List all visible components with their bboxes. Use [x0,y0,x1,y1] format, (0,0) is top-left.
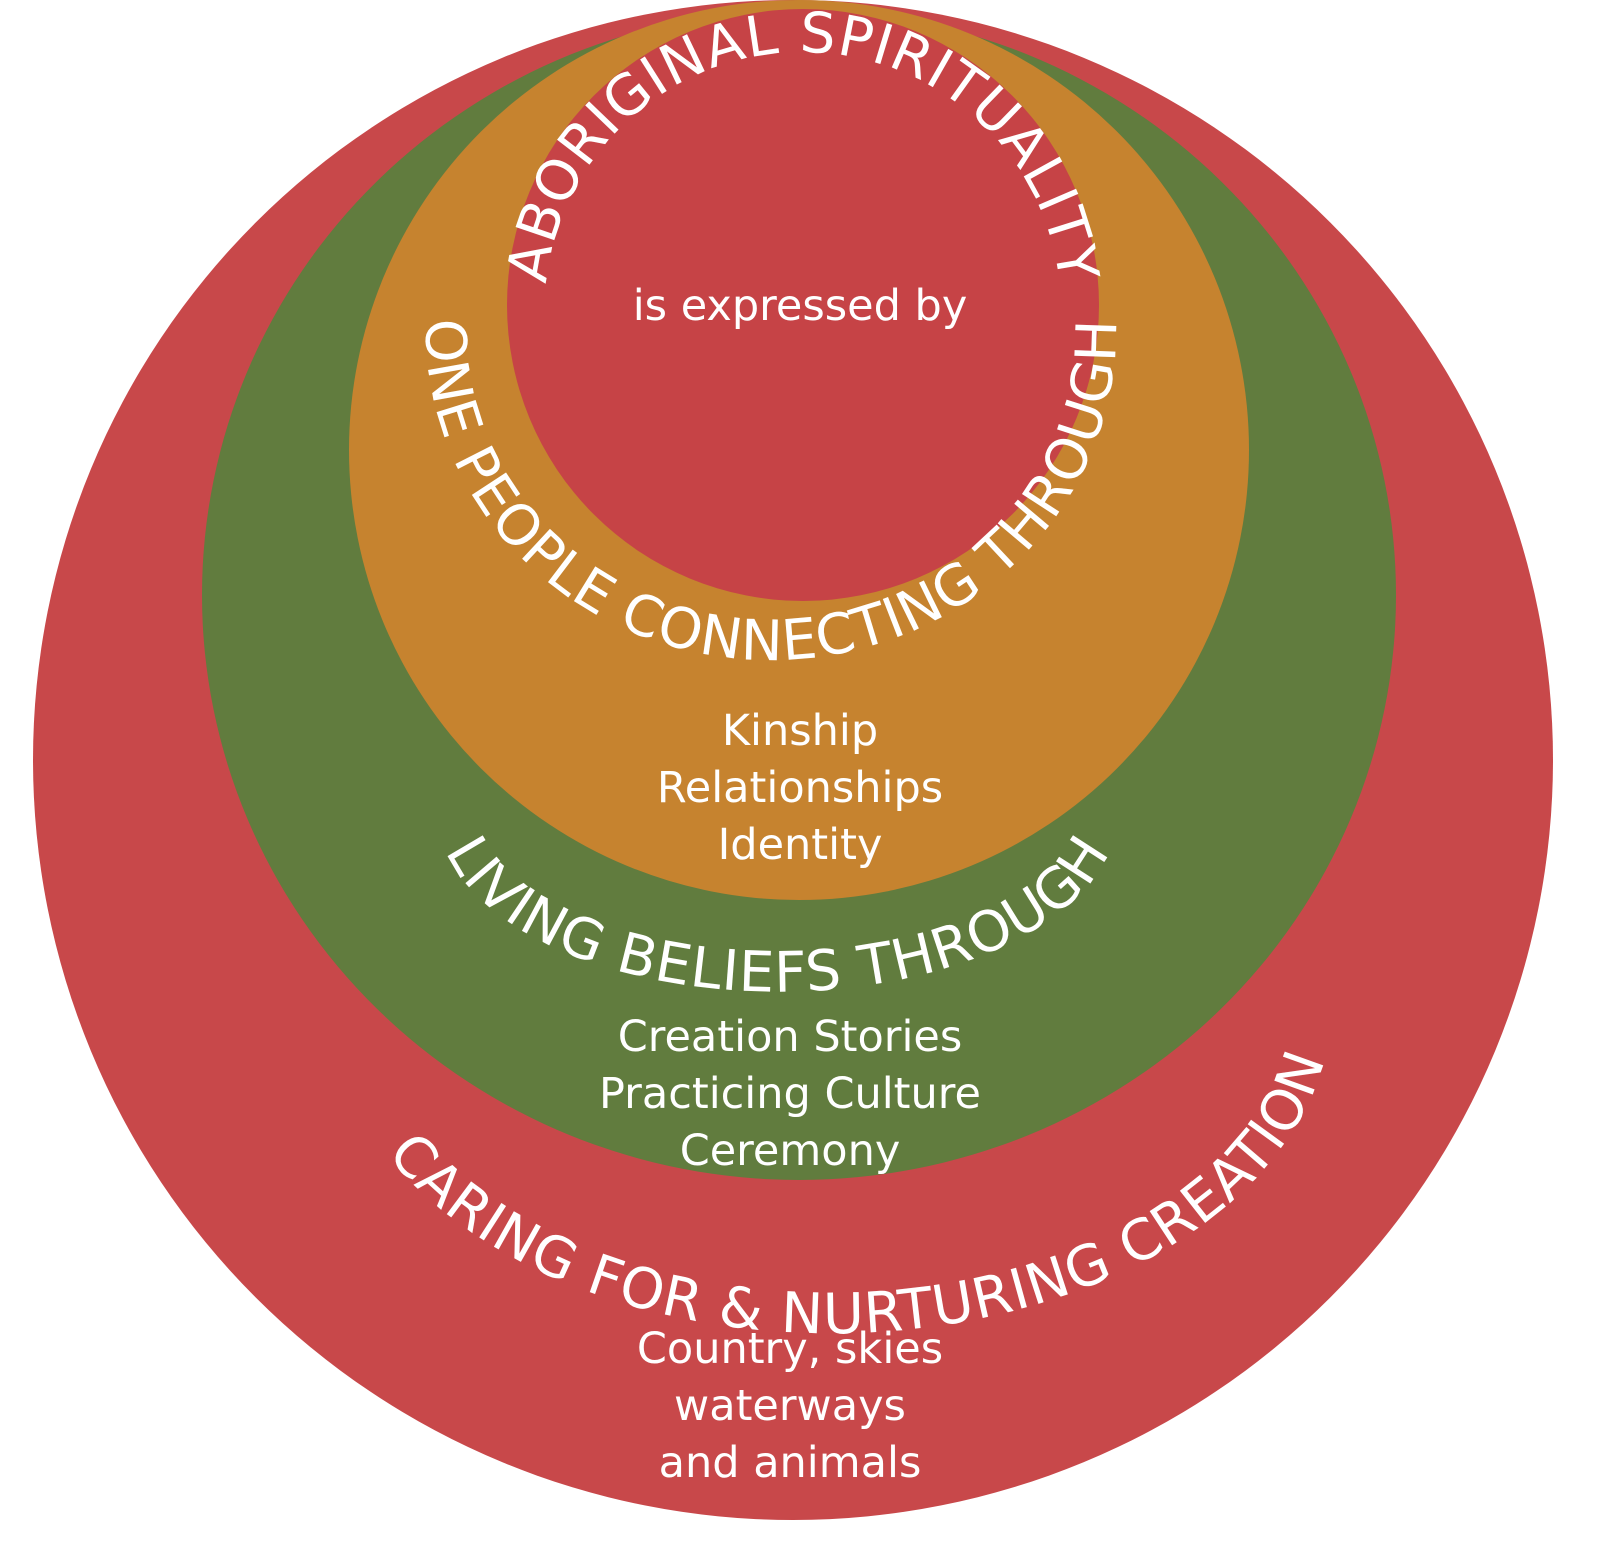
outer-ring-item-and-animals: and animals [659,1438,922,1488]
outer-ring-item-country-skies: Country, skies [637,1324,943,1374]
inner-ring-item-kinship: Kinship [722,706,878,756]
core-subtitle: is expressed by [633,281,968,331]
middle-ring-item-ceremony: Ceremony [680,1126,901,1176]
inner-ring-item-identity: Identity [718,820,883,870]
middle-ring-item-practicing-culture: Practicing Culture [599,1069,981,1119]
outer-ring-item-waterways: waterways [674,1381,906,1431]
core-circle [507,9,1099,601]
middle-ring-item-creation-stories: Creation Stories [618,1012,963,1062]
inner-ring-item-relationships: Relationships [657,763,943,813]
